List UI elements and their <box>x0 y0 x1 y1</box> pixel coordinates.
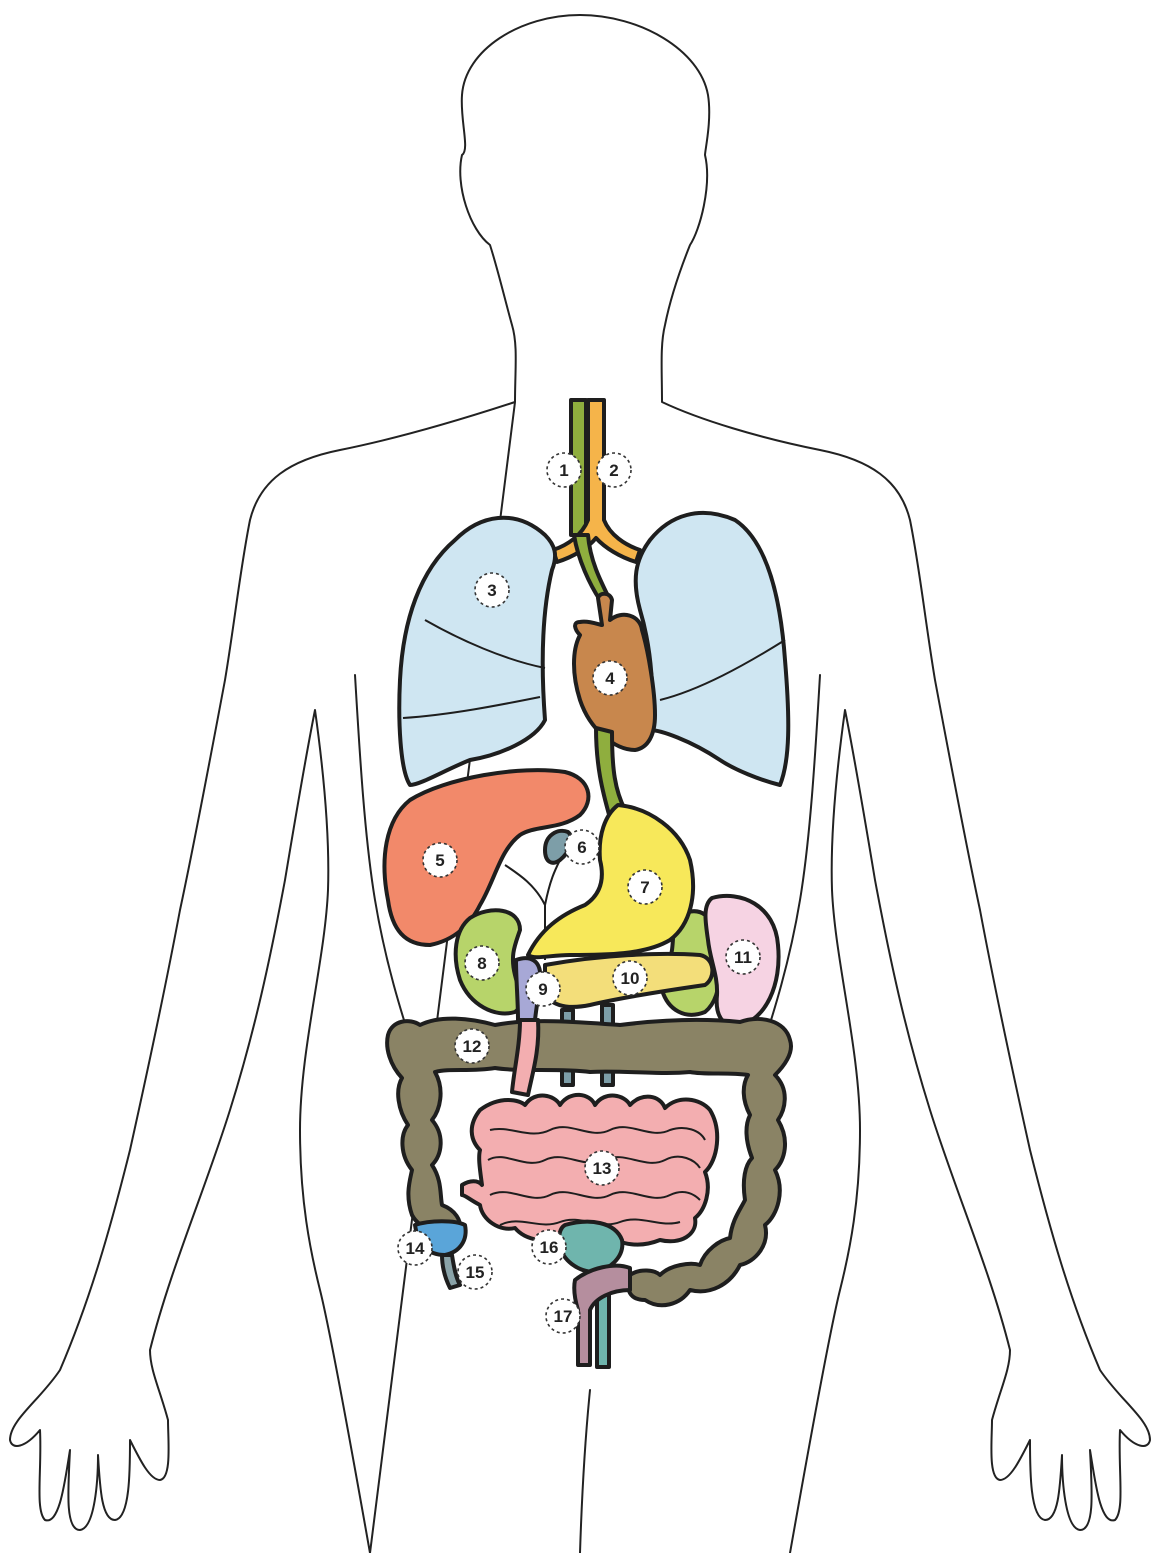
svg-text:11: 11 <box>734 948 752 967</box>
svg-text:12: 12 <box>463 1037 482 1056</box>
callout-11: 11 <box>726 940 760 974</box>
appendix <box>442 1255 460 1288</box>
svg-text:4: 4 <box>605 669 615 688</box>
callout-2: 2 <box>597 453 631 487</box>
callout-10: 10 <box>613 961 647 995</box>
callout-5: 5 <box>423 843 457 877</box>
callout-12: 12 <box>455 1029 489 1063</box>
callout-14: 14 <box>398 1231 432 1265</box>
callout-8: 8 <box>465 946 499 980</box>
svg-text:1: 1 <box>559 461 568 480</box>
callout-15: 15 <box>458 1255 492 1289</box>
svg-text:10: 10 <box>621 969 640 988</box>
svg-text:15: 15 <box>466 1263 485 1282</box>
callout-6: 6 <box>565 830 599 864</box>
svg-text:17: 17 <box>554 1307 573 1326</box>
svg-text:8: 8 <box>477 954 486 973</box>
cystic-duct <box>545 860 560 905</box>
callout-7: 7 <box>628 870 662 904</box>
callout-16: 16 <box>532 1230 566 1264</box>
right-lung <box>399 518 555 785</box>
svg-text:13: 13 <box>593 1159 612 1178</box>
svg-text:16: 16 <box>540 1238 559 1257</box>
callout-9: 9 <box>526 972 560 1006</box>
svg-text:6: 6 <box>577 838 586 857</box>
svg-text:2: 2 <box>609 461 618 480</box>
callout-13: 13 <box>585 1151 619 1185</box>
svg-text:14: 14 <box>406 1239 425 1258</box>
svg-text:9: 9 <box>538 980 547 999</box>
svg-text:7: 7 <box>640 878 649 897</box>
callout-17: 17 <box>546 1299 580 1333</box>
callout-3: 3 <box>475 573 509 607</box>
svg-text:3: 3 <box>487 581 496 600</box>
left-lung <box>636 513 789 785</box>
svg-text:5: 5 <box>435 851 444 870</box>
callout-4: 4 <box>593 661 627 695</box>
callout-1: 1 <box>547 453 581 487</box>
